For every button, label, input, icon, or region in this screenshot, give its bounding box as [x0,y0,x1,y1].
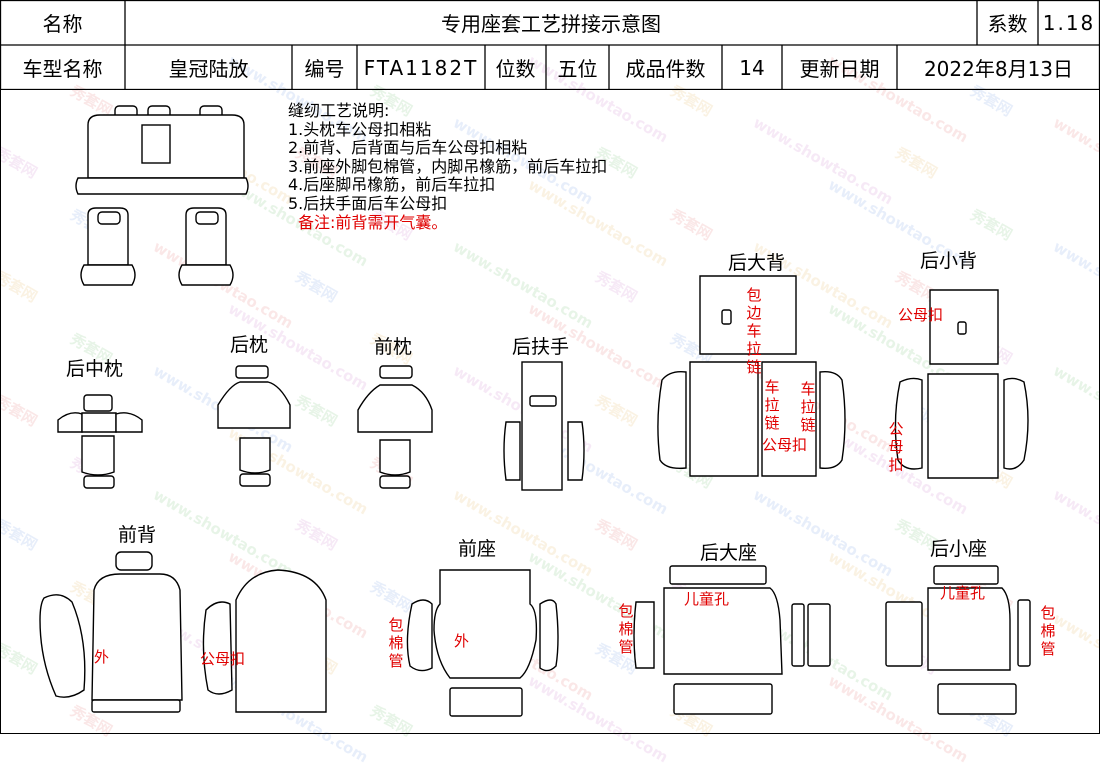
header-table: 名称 专用座套工艺拼接示意图 系数 1.18 车型名称 皇冠陆放 编号 FTA1… [0,0,1100,90]
update-date-value: 2022年8月13日 [923,57,1074,81]
note-che-la-lian-left: 车拉链 [764,378,780,432]
coefficient-value: 1.18 [1042,10,1096,35]
sewing-notes: 缝纫工艺说明: 1.头枕车公母扣相粘 2.前背、后背面与后车公母扣相粘 3.前座… [288,101,608,232]
seat-thumbnail [75,105,249,286]
note-gong-mu-kou-front-back: 公母扣 [200,650,246,668]
pieces-label: 成品件数 [625,57,706,81]
pieces-value: 14 [739,55,765,80]
label-rear-big-seat: 后大座 [700,542,758,564]
piece-rear-small-seat [885,565,1031,715]
code-value: FTA1182T [363,55,479,80]
label-rear-small-seat: 后小座 [930,538,988,560]
pattern-diagram [39,105,1031,717]
label-rear-pillow: 后枕 [230,334,269,356]
coefficient-label: 系数 [987,12,1028,36]
note-item-5: 5.后扶手面后车公母扣 [288,193,448,213]
note-gong-mu-kou-bottom: 公母扣 [762,436,808,454]
piece-front-back [39,551,327,713]
notes-title: 缝纫工艺说明: [288,101,390,120]
code-label: 编号 [304,57,345,81]
piece-rear-big-seat [633,565,831,715]
note-che-la-lian-right: 车拉链 [800,380,816,434]
note-item-1: 1.头枕车公母扣相粘 [288,119,432,139]
label-rear-big-back: 后大背 [728,252,786,274]
piece-rear-big-back [657,275,846,477]
note-item-3: 3.前座外脚包棉管，内脚吊橡筋，前后车拉扣 [288,156,608,176]
model-label: 车型名称 [22,57,103,81]
seats-label: 位数 [495,57,536,81]
seats-value: 五位 [557,57,598,81]
label-rear-small-back: 后小背 [920,250,978,272]
note-child-hole-big: 儿童孔 [684,590,730,608]
label-front-back: 前背 [118,524,157,546]
piece-front-pillow [357,365,433,489]
note-bao-bian-che-la-lian: 包边车拉链 [746,286,762,376]
note-bao-mian-guan-rear-big: 包棉管 [618,602,634,656]
note-wai-front-seat: 外 [454,632,470,650]
model-value: 皇冠陆放 [168,57,249,81]
piece-rear-small-back [894,289,1029,479]
piece-rear-armrest [503,361,585,491]
note-item-2: 2.前背、后背面与后车公母扣相粘 [288,138,528,158]
label-front-pillow: 前枕 [374,336,413,358]
name-label: 名称 [42,12,83,36]
piece-rear-pillow [217,365,291,487]
note-gong-mu-kou-vertical: 公母扣 [888,420,904,474]
update-date-label: 更新日期 [799,57,880,81]
note-gong-mu-kou-small-back: 公母扣 [898,306,944,324]
document-title: 专用座套工艺拼接示意图 [441,12,661,36]
note-child-hole-small: 儿童孔 [940,584,986,602]
note-item-4: 4.后座脚吊橡筋，前后车拉扣 [288,175,496,195]
label-rear-armrest: 后扶手 [512,336,570,358]
notes-remark: 备注:前背需开气囊。 [298,212,448,232]
note-bao-mian-guan-front-seat: 包棉管 [388,616,404,670]
label-front-seat: 前座 [458,538,497,560]
piece-rear-center-pillow [57,394,143,489]
note-wai-front-back: 外 [94,648,110,666]
note-bao-mian-guan-rear-small: 包棉管 [1040,604,1056,658]
label-rear-center-pillow: 后中枕 [66,358,124,380]
piece-front-seat [406,569,559,717]
